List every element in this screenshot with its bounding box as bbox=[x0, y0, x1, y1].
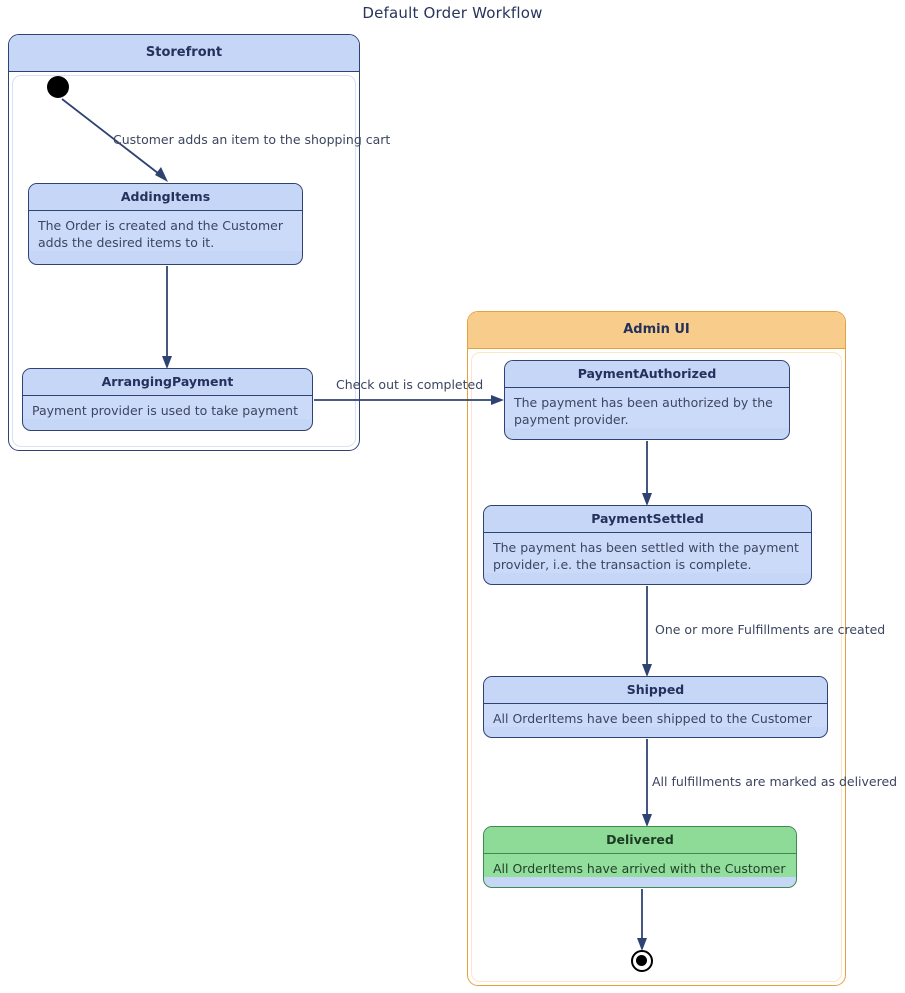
state-node-addingitems[interactable]: AddingItems The Order is created and the… bbox=[28, 183, 303, 265]
state-node-paymentsettled-description: The payment has been settled with the pa… bbox=[484, 533, 811, 573]
state-node-paymentsettled[interactable]: PaymentSettled The payment has been sett… bbox=[483, 505, 812, 585]
state-node-paymentsettled-title: PaymentSettled bbox=[484, 506, 811, 533]
state-node-shipped-title: Shipped bbox=[484, 677, 827, 704]
state-node-shipped-description: All OrderItems have been shipped to the … bbox=[484, 704, 827, 727]
state-node-addingitems-title: AddingItems bbox=[29, 184, 302, 211]
state-node-arrangingpayment-description: Payment provider is used to take payment bbox=[23, 396, 312, 419]
edge-label-add-item: Customer adds an item to the shopping ca… bbox=[113, 132, 391, 147]
state-node-delivered-title: Delivered bbox=[484, 827, 796, 854]
state-node-paymentauthorized-description: The payment has been authorized by the p… bbox=[505, 388, 789, 428]
state-node-arrangingpayment[interactable]: ArrangingPayment Payment provider is use… bbox=[22, 368, 313, 431]
edge-label-fulfillment: One or more Fulfillments are created bbox=[655, 622, 886, 637]
composite-state-storefront-label: Storefront bbox=[9, 35, 359, 72]
edge-label-delivered: All fulfillments are marked as delivered bbox=[652, 774, 898, 789]
state-node-paymentauthorized-title: PaymentAuthorized bbox=[505, 361, 789, 388]
final-state-icon bbox=[631, 950, 653, 972]
edge-label-checkout: Check out is completed bbox=[336, 377, 484, 392]
state-node-arrangingpayment-title: ArrangingPayment bbox=[23, 369, 312, 396]
initial-state-icon bbox=[47, 76, 69, 98]
state-node-paymentauthorized[interactable]: PaymentAuthorized The payment has been a… bbox=[504, 360, 790, 440]
composite-state-admin-ui-label: Admin UI bbox=[468, 312, 845, 349]
state-node-addingitems-description: The Order is created and the Customer ad… bbox=[29, 211, 302, 251]
state-node-shipped[interactable]: Shipped All OrderItems have been shipped… bbox=[483, 676, 828, 738]
diagram-title: Default Order Workflow bbox=[362, 4, 543, 22]
state-node-delivered[interactable]: Delivered All OrderItems have arrived wi… bbox=[483, 826, 797, 888]
state-node-delivered-description: All OrderItems have arrived with the Cus… bbox=[484, 854, 796, 877]
